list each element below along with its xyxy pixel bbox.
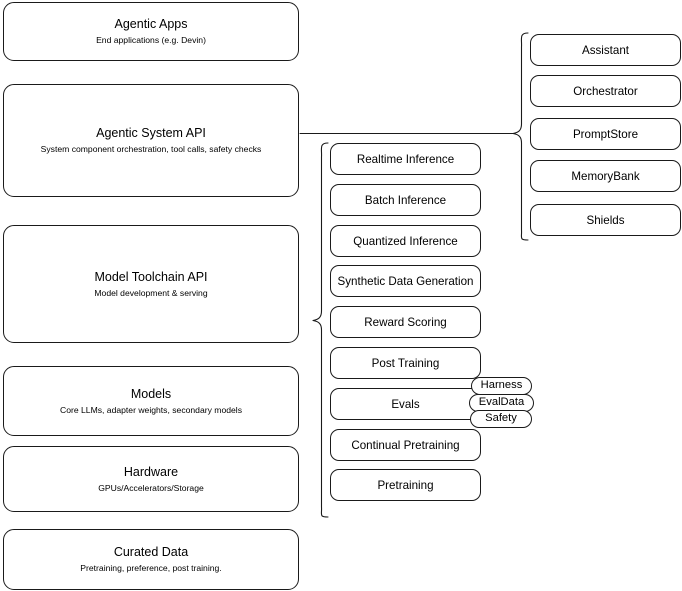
layer-box-model-toolchain-api[interactable]: Model Toolchain API Model development & … (3, 225, 299, 343)
system-component-chip-promptstore[interactable]: PromptStore (530, 118, 681, 150)
layer-subtitle: End applications (e.g. Devin) (96, 35, 206, 45)
layer-title: Model Toolchain API (94, 269, 208, 284)
chip-label: Orchestrator (573, 84, 638, 98)
capability-chip-reward-scoring[interactable]: Reward Scoring (330, 306, 481, 338)
system-component-chip-memorybank[interactable]: MemoryBank (530, 160, 681, 192)
layer-title: Curated Data (113, 545, 189, 559)
system-component-chip-assistant[interactable]: Assistant (530, 34, 681, 66)
brace-toolchain-capabilities (312, 142, 329, 518)
eval-pill-harness[interactable]: Harness (471, 377, 532, 395)
capability-chip-realtime-inference[interactable]: Realtime Inference (330, 143, 481, 175)
brace-system-components (512, 32, 529, 241)
layer-subtitle: Pretraining, preference, post training. (80, 563, 222, 573)
system-component-chip-orchestrator[interactable]: Orchestrator (530, 75, 681, 107)
capability-chip-synthetic-data-generation[interactable]: Synthetic Data Generation (330, 265, 481, 297)
pill-label: Harness (480, 379, 523, 392)
capability-chip-continual-pretraining[interactable]: Continual Pretraining (330, 429, 481, 461)
capability-chip-batch-inference[interactable]: Batch Inference (330, 184, 481, 216)
layer-subtitle: GPUs/Accelerators/Storage (98, 482, 204, 493)
capability-chip-post-training[interactable]: Post Training (330, 347, 481, 379)
chip-label: Post Training (371, 356, 440, 370)
layer-subtitle: Model development & serving (94, 287, 208, 298)
capability-chip-pretraining[interactable]: Pretraining (330, 469, 481, 501)
layer-subtitle: System component orchestration, tool cal… (40, 144, 262, 154)
capability-chip-evals[interactable]: Evals (330, 388, 481, 420)
chip-label: Continual Pretraining (351, 438, 460, 452)
pill-label: Safety (485, 412, 517, 425)
layer-title: Agentic System API (96, 126, 206, 140)
chip-label: Batch Inference (364, 193, 447, 207)
layer-subtitle: Core LLMs, adapter weights, secondary mo… (60, 404, 242, 415)
layer-box-hardware[interactable]: Hardware GPUs/Accelerators/Storage (3, 446, 299, 512)
chip-label: MemoryBank (571, 169, 640, 183)
pill-label: EvalData (478, 396, 525, 409)
chip-label: Quantized Inference (353, 234, 458, 248)
capability-chip-quantized-inference[interactable]: Quantized Inference (330, 225, 481, 257)
layer-box-agentic-system-api[interactable]: Agentic System API System component orch… (3, 84, 299, 197)
chip-label: Realtime Inference (356, 152, 455, 166)
chip-label: Assistant (581, 43, 630, 57)
chip-label: Synthetic Data Generation (337, 274, 474, 288)
chip-label: Evals (391, 397, 420, 411)
system-component-chip-shields[interactable]: Shields (530, 204, 681, 236)
layer-title: Hardware (123, 464, 179, 479)
chip-label: Shields (586, 213, 625, 227)
layer-box-models[interactable]: Models Core LLMs, adapter weights, secon… (3, 366, 299, 436)
layer-box-curated-data[interactable]: Curated Data Pretraining, preference, po… (3, 529, 299, 590)
layer-box-agentic-apps[interactable]: Agentic Apps End applications (e.g. Devi… (3, 2, 299, 61)
chip-label: PromptStore (572, 127, 639, 141)
layer-title: Models (130, 386, 172, 401)
chip-label: Reward Scoring (364, 315, 447, 329)
chip-label: Pretraining (377, 478, 434, 492)
layer-title: Agentic Apps (114, 17, 188, 31)
eval-pill-safety[interactable]: Safety (470, 410, 532, 428)
